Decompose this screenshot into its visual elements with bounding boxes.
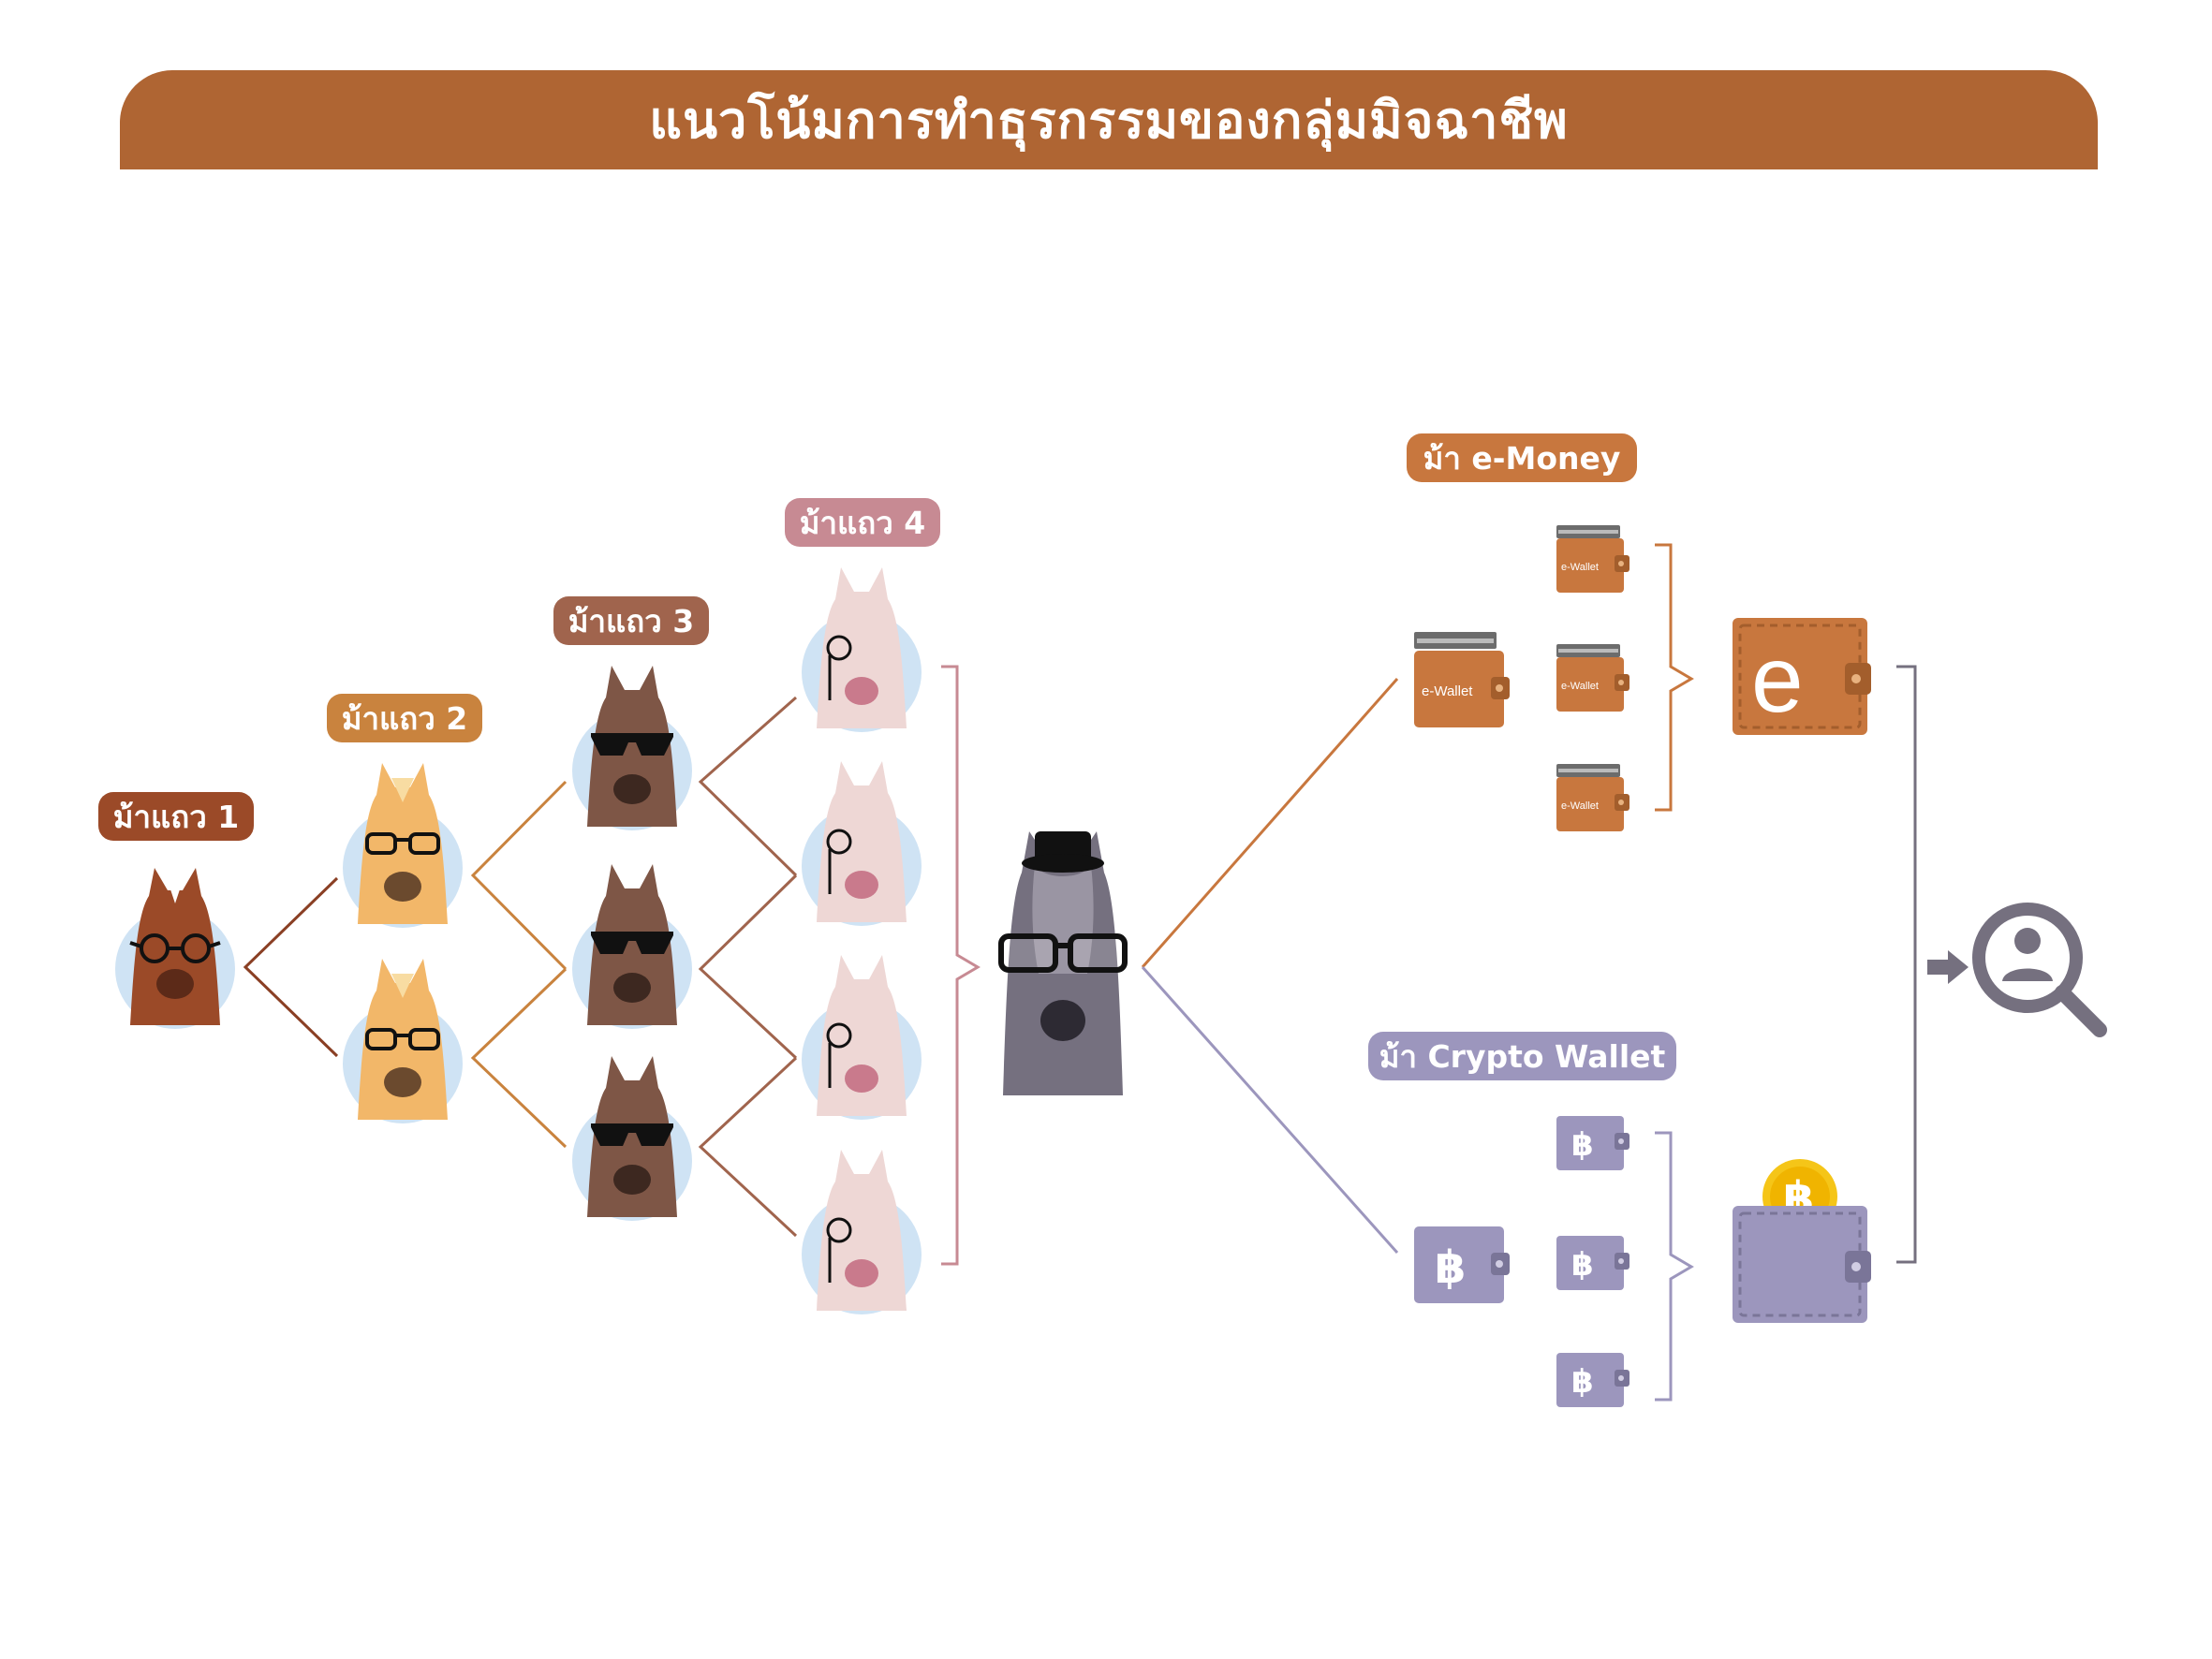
arrow-right-icon — [1927, 950, 1969, 984]
connector-boss-emoney — [1141, 678, 1399, 968]
sunglasses-icon — [591, 733, 673, 756]
monocle-icon — [826, 829, 852, 894]
wallet-label: e-Wallet — [1561, 800, 1599, 812]
horse-row1 — [115, 868, 235, 1029]
monocle-icon — [826, 1217, 852, 1283]
connector-r1-r2 — [243, 876, 339, 1058]
monocle-icon — [826, 635, 852, 700]
bitcoin-symbol: ฿ — [1571, 1126, 1594, 1164]
tier-label-row1: ม้าแถว 1 — [98, 792, 254, 841]
wallet-icon-emoney-main: e-Wallet — [1414, 632, 1510, 727]
user-search-icon — [1972, 903, 2107, 1037]
bracket-final — [1896, 665, 1917, 1264]
connector-r3-r4 — [698, 696, 798, 1238]
bracket-row4 — [941, 665, 981, 1266]
bitcoin-symbol: ฿ — [1571, 1363, 1594, 1401]
horse-row2-top — [343, 763, 463, 928]
wallet-icon-crypto-2: ฿ — [1556, 1236, 1630, 1290]
wallet-label: e-Wallet — [1422, 683, 1473, 699]
sunglasses-icon — [591, 932, 673, 954]
wallet-icon-emoney-big: e — [1733, 618, 1871, 735]
page-title: แนวโน้มการทำธุรกรรมของกลุ่มมิจฉาชีพ — [649, 91, 1569, 150]
wallet-icon-emoney-2: e-Wallet — [1556, 644, 1630, 712]
horse-row3-b — [572, 864, 692, 1029]
crypto-wallet-label: ม้า Crypto Wallet — [1368, 1032, 1676, 1080]
wallet-icon-crypto-main: ฿ — [1414, 1226, 1510, 1303]
bitcoin-symbol: ฿ — [1435, 1241, 1466, 1294]
top-hat-icon — [1022, 831, 1104, 873]
horse-row4-a — [802, 567, 922, 732]
wallet-icon-crypto-big: ฿ — [1733, 1159, 1871, 1323]
sunglasses-icon — [591, 1123, 673, 1146]
monocle-icon — [826, 1022, 852, 1088]
tier-label-row4: ม้าแถว 4 — [785, 498, 940, 547]
glasses-icon — [365, 1028, 440, 1050]
horse-row4-c — [802, 955, 922, 1120]
title-bar: แนวโน้มการทำธุรกรรมของกลุ่มมิจฉาชีพ — [120, 70, 2098, 169]
wallet-label: e-Wallet — [1561, 562, 1599, 573]
connector-boss-crypto — [1141, 966, 1399, 1254]
wallet-label: e-Wallet — [1561, 681, 1599, 692]
connector-r2-r3 — [470, 780, 568, 1149]
horse-row2-bottom — [343, 959, 463, 1123]
horse-boss — [998, 831, 1128, 1095]
horse-row4-b — [802, 761, 922, 926]
bitcoin-symbol: ฿ — [1571, 1246, 1594, 1284]
bracket-emoney — [1655, 543, 1694, 812]
tier-label-row2: ม้าแถว 2 — [327, 694, 482, 742]
wallet-icon-emoney-1: e-Wallet — [1556, 525, 1630, 593]
wallet-icon-crypto-3: ฿ — [1556, 1353, 1630, 1407]
bracket-crypto — [1655, 1131, 1694, 1402]
tier-label-row3: ม้าแถว 3 — [553, 596, 709, 645]
horse-row4-d — [802, 1150, 922, 1314]
glasses-icon — [998, 933, 1128, 973]
glasses-icon — [129, 933, 221, 963]
emoney-label: ม้า e-Money — [1407, 433, 1637, 482]
horse-row3-c — [572, 1056, 692, 1221]
horse-row3-a — [572, 666, 692, 830]
emoney-letter: e — [1751, 627, 1804, 732]
wallet-icon-emoney-3: e-Wallet — [1556, 764, 1630, 831]
wallet-icon-crypto-1: ฿ — [1556, 1116, 1630, 1170]
glasses-icon — [365, 832, 440, 855]
